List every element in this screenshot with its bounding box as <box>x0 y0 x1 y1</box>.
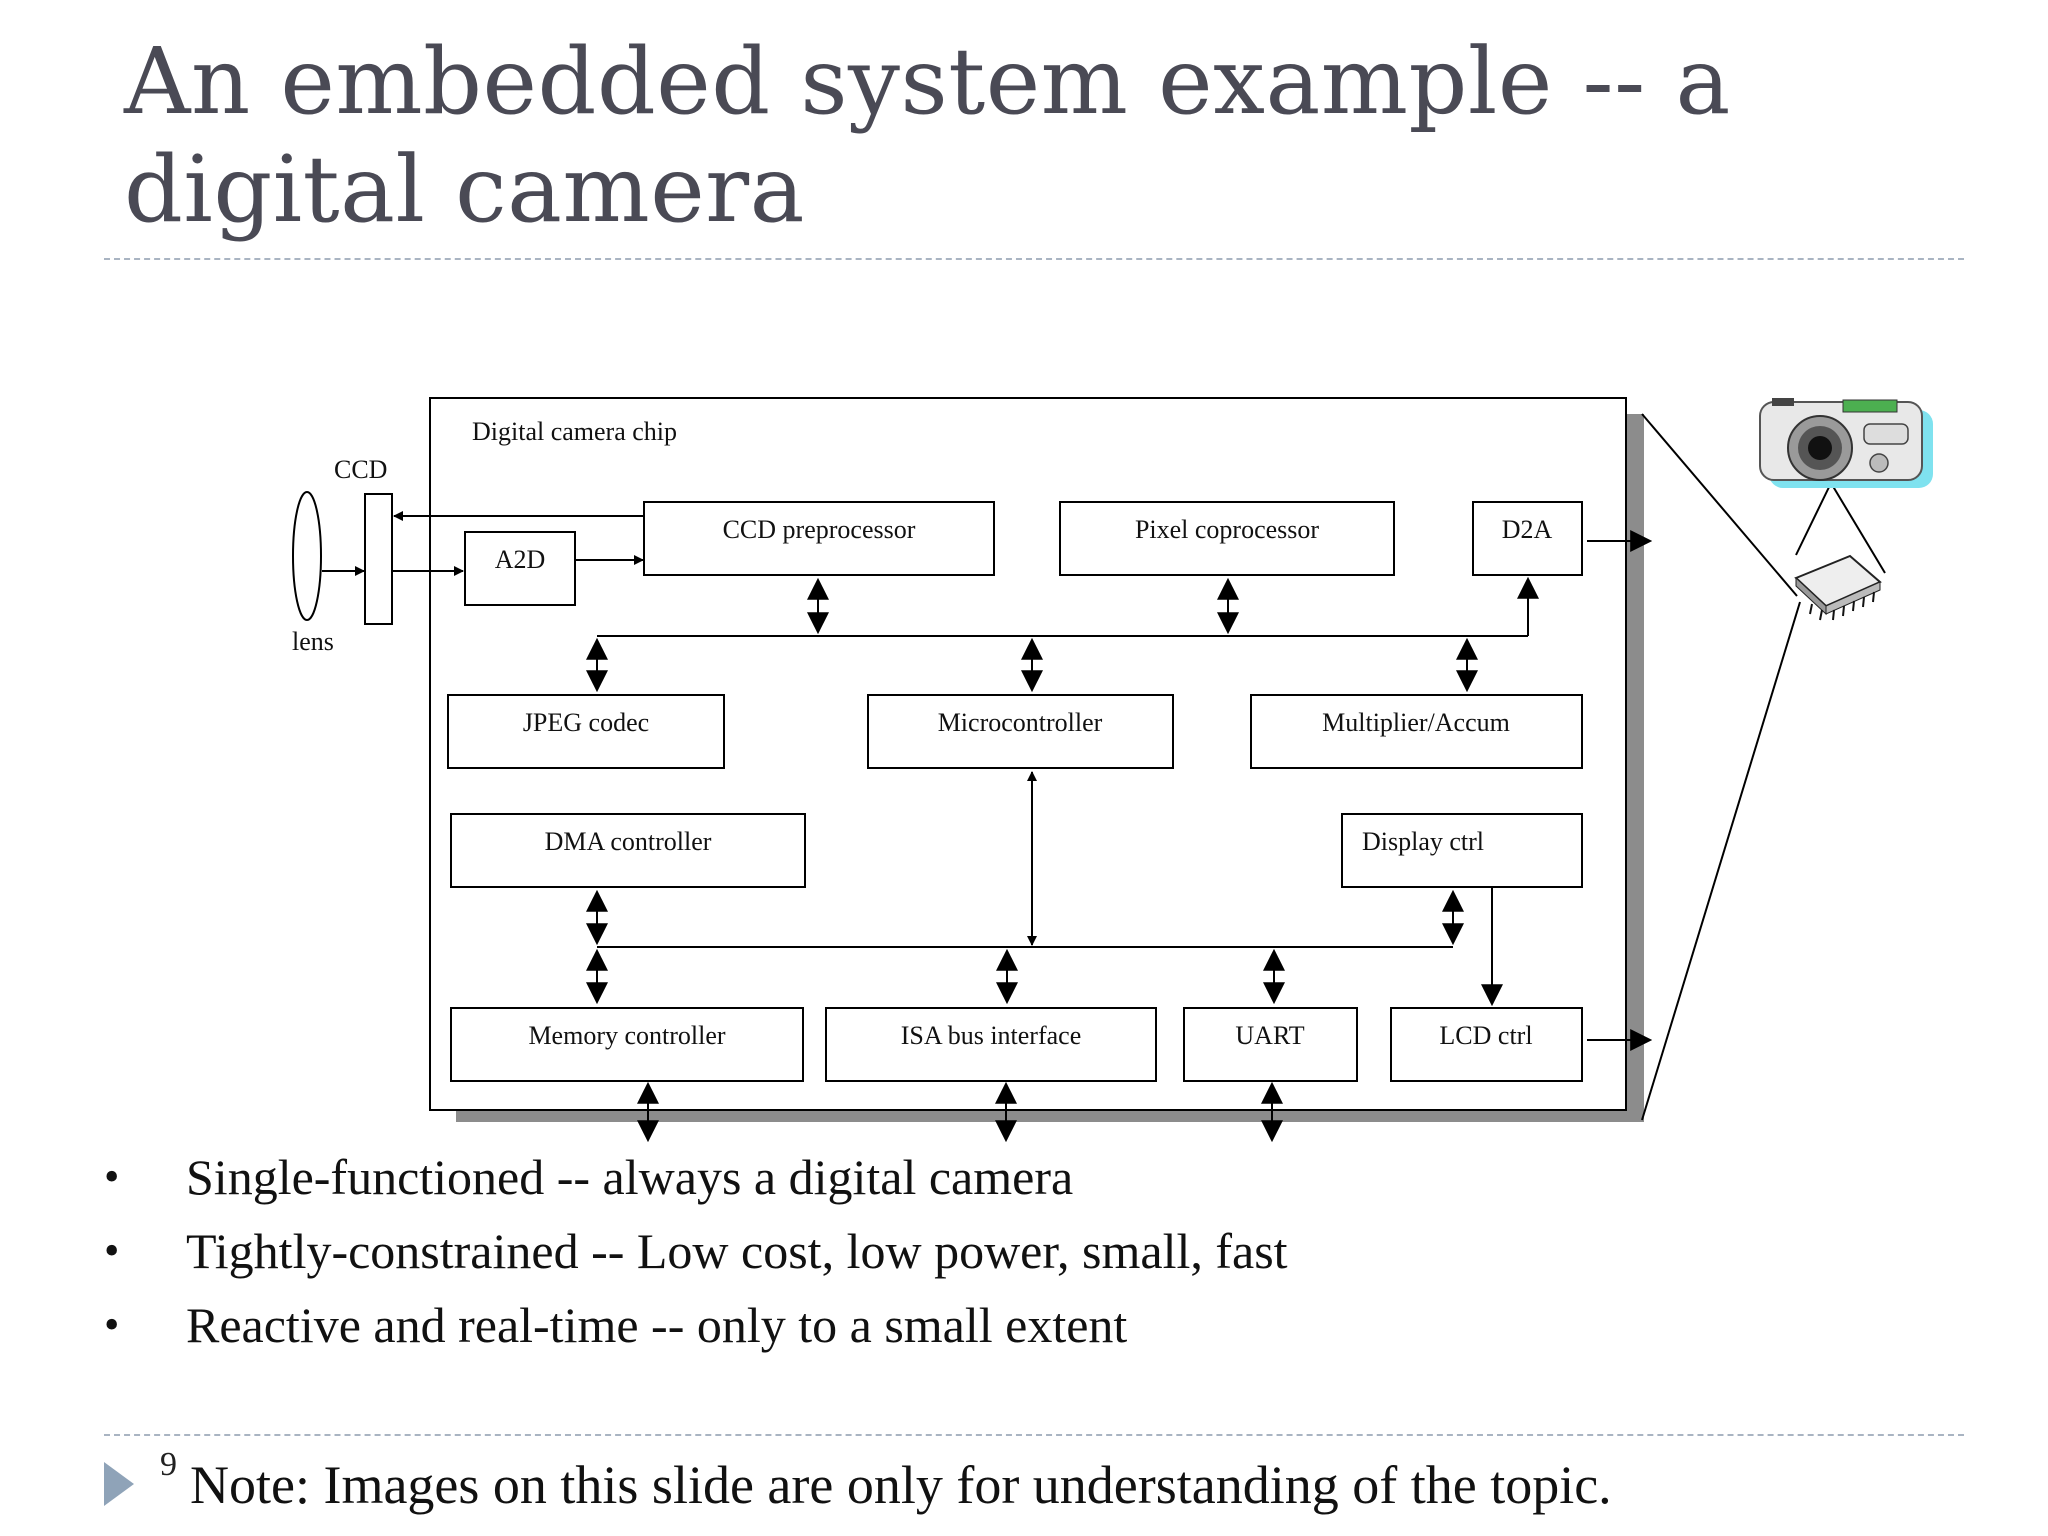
zoom-line-top <box>1641 413 1798 597</box>
block-uart <box>1183 1007 1358 1082</box>
block-microcontroller <box>867 694 1174 769</box>
slide-title-line-1: An embedded system example -- a <box>124 28 1731 135</box>
block-display-ctrl <box>1341 813 1583 888</box>
lens-shape <box>292 491 322 621</box>
play-triangle-icon <box>104 1462 134 1506</box>
block-isa-bus-interface-label: ISA bus interface <box>901 1021 1082 1050</box>
block-display-ctrl-label: Display ctrl <box>1362 827 1484 856</box>
footnote: Note: Images on this slide are only for … <box>190 1455 1612 1515</box>
block-multiplier-accum <box>1250 694 1583 769</box>
bullet-text: Tightly-constrained -- Low cost, low pow… <box>186 1223 1288 1279</box>
camera-icon <box>1759 398 1933 488</box>
zoom-line-camera-left <box>1795 482 1832 556</box>
block-ccd-preprocessor-label: CCD preprocessor <box>723 515 916 544</box>
block-a2d <box>464 531 576 606</box>
block-dma-controller-label: DMA controller <box>545 827 712 856</box>
slide-footer: 9 Note: Images on this slide are only fo… <box>100 1446 1960 1528</box>
bullet-marker: • <box>104 1152 120 1201</box>
bullet-item: • Tightly-constrained -- Low cost, low p… <box>104 1214 1804 1288</box>
block-isa-bus-interface <box>825 1007 1157 1082</box>
block-jpeg-codec <box>447 694 725 769</box>
footer-divider <box>104 1434 1964 1436</box>
chip-icon <box>1794 554 1882 621</box>
bullet-text: Single-functioned -- always a digital ca… <box>186 1149 1074 1205</box>
slide-title: An embedded system example -- a digital … <box>124 28 1924 244</box>
block-memory-controller <box>450 1007 804 1082</box>
block-a2d-label: A2D <box>495 545 546 574</box>
ccd-label: CCD <box>334 455 387 484</box>
block-uart-label: UART <box>1235 1021 1304 1050</box>
block-microcontroller-label: Microcontroller <box>938 708 1103 737</box>
slide-title-line-2: digital camera <box>124 136 806 243</box>
block-jpeg-codec-label: JPEG codec <box>523 708 649 737</box>
ccd-sensor <box>364 493 393 625</box>
block-d2a <box>1472 501 1583 576</box>
bullet-marker: • <box>104 1226 120 1275</box>
block-pixel-coprocessor <box>1059 501 1395 576</box>
block-multiplier-accum-label: Multiplier/Accum <box>1322 708 1510 737</box>
zoom-line-camera-right <box>1830 482 1886 574</box>
block-d2a-label: D2A <box>1502 515 1553 544</box>
block-pixel-coprocessor-label: Pixel coprocessor <box>1135 515 1319 544</box>
bullet-text: Reactive and real-time -- only to a smal… <box>186 1297 1128 1353</box>
zoom-line-bottom <box>1641 601 1801 1121</box>
bullet-list: • Single-functioned -- always a digital … <box>104 1140 1804 1362</box>
bullet-item: • Reactive and real-time -- only to a sm… <box>104 1288 1804 1362</box>
bullet-marker: • <box>104 1300 120 1349</box>
lens-label: lens <box>292 627 334 656</box>
block-memory-controller-label: Memory controller <box>528 1021 725 1050</box>
block-lcd-ctrl <box>1390 1007 1583 1082</box>
page-number: 9 <box>160 1446 177 1483</box>
block-ccd-preprocessor <box>643 501 995 576</box>
block-lcd-ctrl-label: LCD ctrl <box>1439 1021 1532 1050</box>
block-dma-controller <box>450 813 806 888</box>
bullet-item: • Single-functioned -- always a digital … <box>104 1140 1804 1214</box>
title-divider <box>104 258 1964 260</box>
chip-label: Digital camera chip <box>472 417 677 446</box>
